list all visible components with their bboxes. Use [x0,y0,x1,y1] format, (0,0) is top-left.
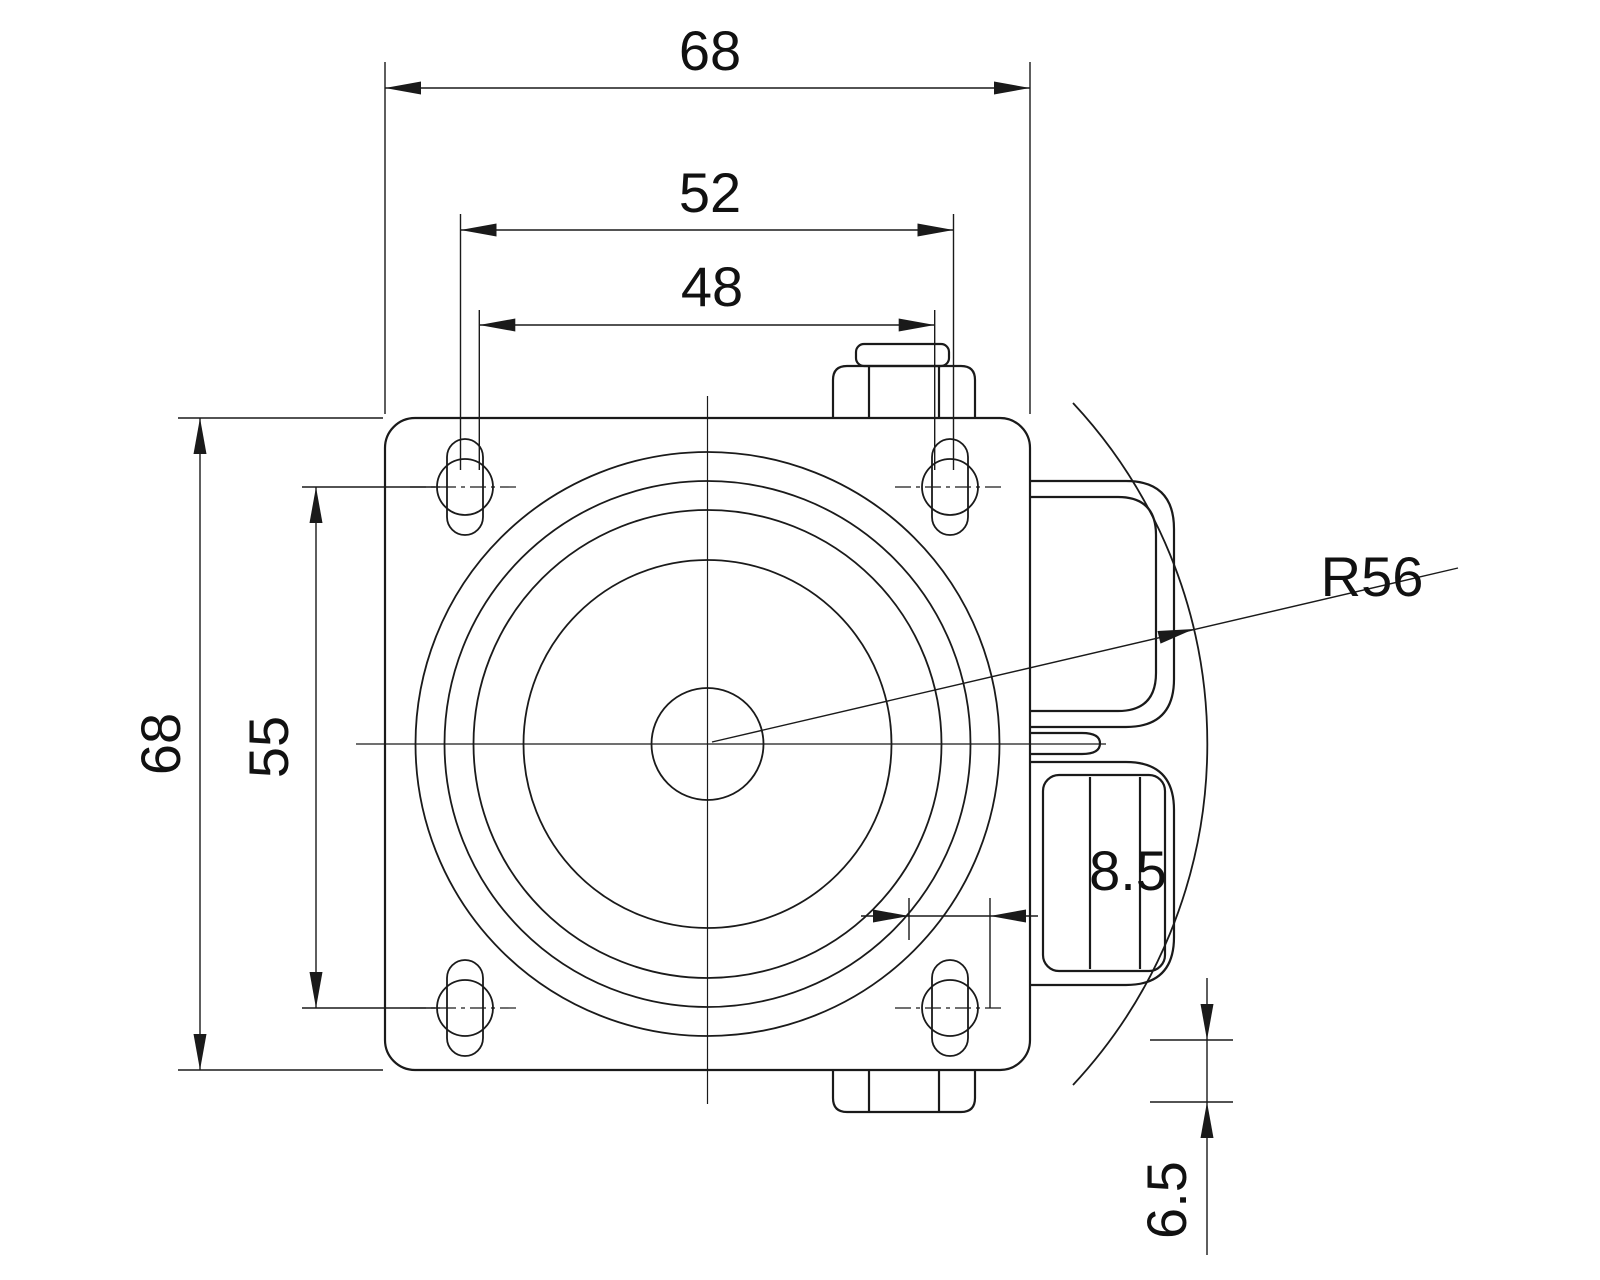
mounting-slots [410,438,1005,1057]
arrowhead [479,318,516,332]
swivel-arc [1072,402,1209,1086]
bracket-upper-outline [1030,479,1176,729]
arrowhead [460,223,497,237]
wheel-circle [472,509,943,979]
hex-nut-outline [831,1070,977,1114]
bracket-upper-inner-wall [1030,495,1158,713]
arrowhead [1200,1102,1214,1138]
arrowhead [1157,629,1194,644]
axle-nut-outline [1041,773,1167,973]
radius-leader-line [711,567,1459,743]
dim-label-hole-spacing-x: 52 [679,161,741,224]
dim-overall-height: 68 [129,417,383,1071]
hex-nut-outline [831,364,977,418]
dim-overall-width: 68 [384,19,1031,414]
arrowhead [1200,1004,1214,1040]
dim-hole-spacing-y: 55 [237,486,440,1009]
arrowhead [917,223,954,237]
dim-swivel-radius: R56 [711,545,1459,743]
dim-label-offset-x: 8.5 [1089,839,1167,902]
dim-hole-spacing-x: 52 [459,161,955,470]
arrowhead [193,1034,207,1070]
mounting-slot [895,959,1005,1057]
dim-offset-y: 6.5 [1135,978,1233,1255]
dim-offset-x: 8.5 [861,839,1167,1008]
swivel-bracket [1030,479,1176,987]
dim-label-overall-height: 68 [129,713,192,775]
arrowhead [309,487,323,523]
wheel-circle [443,480,972,1008]
arrowhead [994,81,1030,95]
wheel-circles [414,451,1001,1037]
top-bolt [831,342,977,418]
bottom-bolt [831,1070,977,1114]
dim-label-slot-spacing-x: 48 [681,255,743,318]
dim-label-swivel-radius: R56 [1321,545,1424,608]
hub-circle [522,559,893,929]
centerlines [356,396,1106,1104]
dim-slot-spacing-x: 48 [478,255,936,470]
dim-label-overall-width: 68 [679,19,741,82]
arrowhead [990,909,1026,923]
arrowhead [898,318,935,332]
mounting-slot [895,438,1005,536]
swivel-radius-arc [1072,402,1209,1086]
dim-label-offset-y: 6.5 [1135,1161,1198,1239]
axle-hole [650,687,765,801]
arrowhead [193,418,207,454]
dim-label-hole-spacing-y: 55 [237,716,300,778]
arrowhead [873,909,909,923]
wheel-circle-outer [414,451,1001,1037]
arrowhead [385,81,421,95]
bracket-yoke-neck [1030,731,1102,756]
arrowhead [309,972,323,1008]
